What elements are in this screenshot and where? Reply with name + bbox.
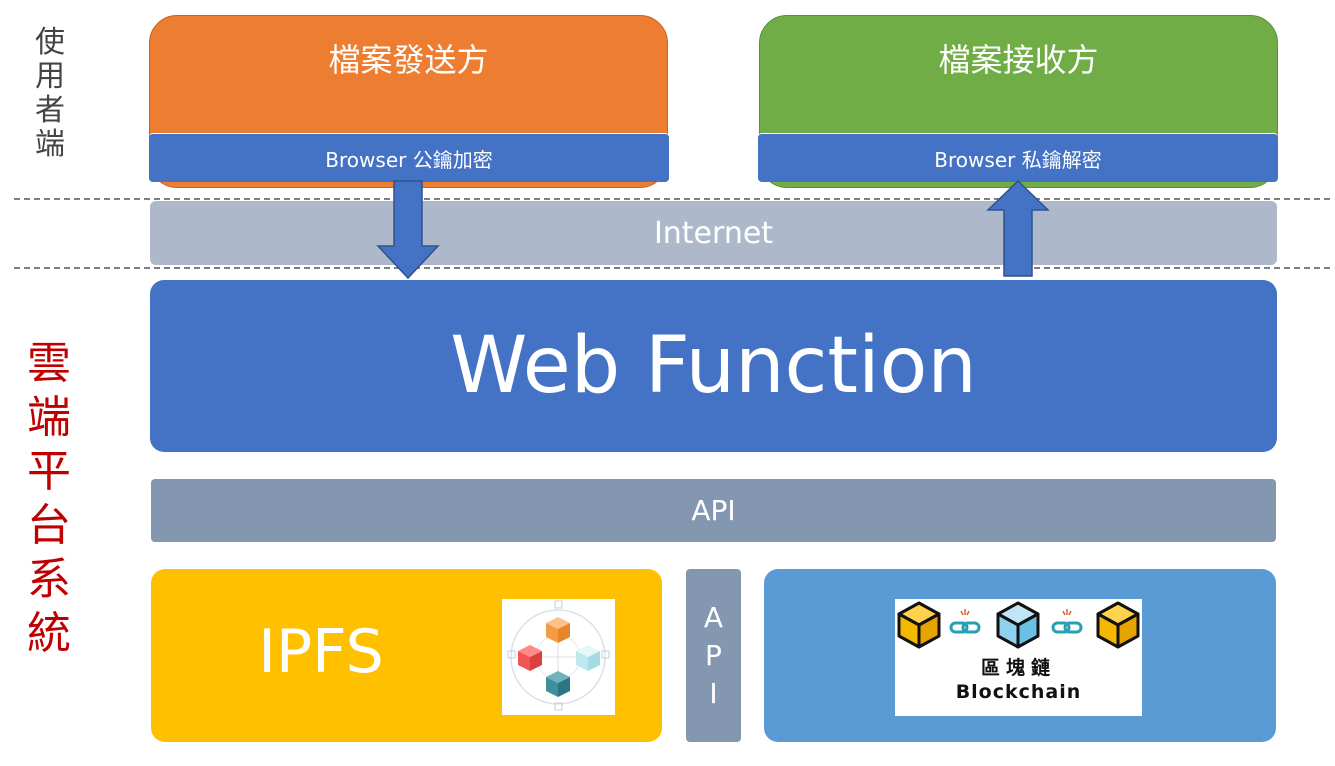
- internet-boundary-bottom: [14, 267, 1330, 269]
- ipfs-label: IPFS: [258, 617, 384, 687]
- internet-label: Internet: [653, 215, 774, 251]
- sender-browser-label: Browser 公鑰加密: [325, 147, 493, 172]
- cloud-side-char: 系: [27, 554, 71, 605]
- ipfs-network-icon: [502, 599, 615, 715]
- web-function-label: Web Function: [450, 321, 977, 411]
- internet-layer: Internet: [150, 201, 1277, 265]
- user-side-char: 用: [35, 59, 65, 94]
- file-receiver-title: 檔案接收方: [938, 41, 1099, 79]
- cloud-side-char: 統: [27, 608, 71, 659]
- blockchain-label-zh: 區塊鏈: [980, 657, 1056, 679]
- api-letter: I: [709, 676, 718, 710]
- cloud-side-char: 平: [27, 446, 71, 497]
- cloud-side-char: 雲: [27, 338, 71, 389]
- web-function-layer: Web Function: [150, 280, 1277, 452]
- internet-boundary-top: [14, 198, 1330, 200]
- cloud-side-char: 台: [27, 500, 71, 551]
- download-arrow-up-icon: [986, 179, 1050, 277]
- blockchain-label-en: Blockchain: [955, 681, 1082, 703]
- api-letter: A: [703, 600, 724, 634]
- user-side-char: 使: [35, 25, 65, 60]
- user-side-label: 使 用 者 端: [28, 28, 72, 160]
- api-connector: A P I: [686, 569, 741, 742]
- blockchain-chain-icon: [897, 601, 1140, 649]
- cloud-platform-label: 雲 端 平 台 系 統: [18, 342, 80, 656]
- receiver-browser-label: Browser 私鑰解密: [934, 147, 1102, 172]
- cloud-side-char: 端: [27, 392, 71, 443]
- api-label: API: [691, 494, 736, 527]
- sender-browser-encrypt-bar: Browser 公鑰加密: [149, 133, 669, 182]
- user-side-char: 端: [35, 127, 65, 162]
- file-sender-title: 檔案發送方: [328, 41, 489, 79]
- upload-arrow-down-icon: [376, 180, 440, 280]
- api-layer: API: [151, 479, 1276, 542]
- api-letter: P: [705, 638, 722, 672]
- user-side-char: 者: [35, 93, 65, 128]
- receiver-browser-decrypt-bar: Browser 私鑰解密: [758, 133, 1278, 182]
